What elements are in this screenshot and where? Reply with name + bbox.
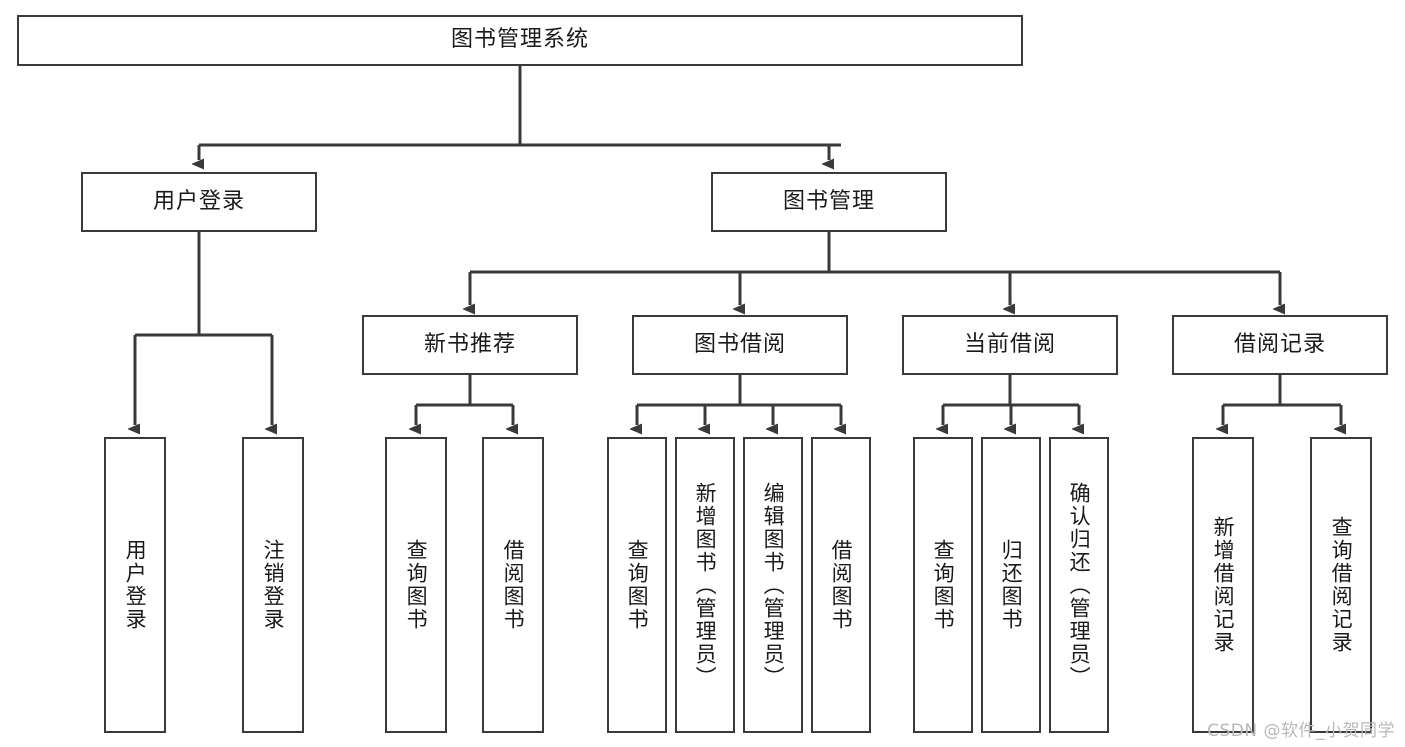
watermark: CSDN @软件_小贺同学 [1207, 721, 1395, 741]
node-borrow-record-label: 借阅记录 [1233, 331, 1326, 357]
node-leaf-confirm-return-admin-label: 确认归还（管理员） [1067, 481, 1092, 689]
edge-root-to-level2 [199, 66, 841, 160]
node-leaf-user-logout-label: 注销登录 [261, 539, 286, 631]
node-leaf-borrow-book[interactable]: 借阅图书 [811, 437, 871, 733]
node-leaf-borrow-book-recommend-label: 借阅图书 [501, 539, 526, 631]
node-leaf-user-login-label: 用户登录 [123, 539, 148, 631]
node-new-book-recommend[interactable]: 新书推荐 [362, 315, 578, 375]
node-current-borrow[interactable]: 当前借阅 [902, 315, 1118, 375]
node-user-login-label: 用户登录 [152, 188, 245, 214]
node-leaf-return-book[interactable]: 归还图书 [981, 437, 1041, 733]
node-user-login[interactable]: 用户登录 [81, 172, 317, 232]
node-leaf-add-borrow-record[interactable]: 新增借阅记录 [1192, 437, 1254, 733]
node-leaf-query-book-recommend-label: 查询图书 [404, 539, 429, 631]
node-leaf-borrow-book-recommend[interactable]: 借阅图书 [482, 437, 544, 733]
node-leaf-query-book-current-label: 查询图书 [931, 539, 956, 631]
node-leaf-add-book-admin-label: 新增图书（管理员） [693, 481, 718, 689]
node-leaf-user-logout[interactable]: 注销登录 [242, 437, 304, 733]
node-book-borrow-label: 图书借阅 [693, 331, 786, 357]
edge-bookmanage-to-level3 [470, 232, 1280, 305]
node-leaf-borrow-book-label: 借阅图书 [829, 539, 854, 631]
node-leaf-confirm-return-admin[interactable]: 确认归还（管理员） [1049, 437, 1109, 733]
node-book-borrow[interactable]: 图书借阅 [632, 315, 848, 375]
edge-borrowrecord-to-leaves [1223, 375, 1341, 425]
node-leaf-query-borrow-record[interactable]: 查询借阅记录 [1310, 437, 1372, 733]
node-root-label: 图书管理系统 [450, 27, 589, 53]
node-leaf-edit-book-admin-label: 编辑图书（管理员） [761, 481, 786, 689]
node-leaf-add-book-admin[interactable]: 新增图书（管理员） [675, 437, 735, 733]
edge-bookborrow-to-leaves [637, 375, 841, 425]
node-borrow-record[interactable]: 借阅记录 [1172, 315, 1388, 375]
node-book-manage[interactable]: 图书管理 [711, 172, 947, 232]
node-leaf-query-book-borrow-label: 查询图书 [625, 539, 650, 631]
node-leaf-query-book-recommend[interactable]: 查询图书 [385, 437, 447, 733]
node-leaf-query-book-borrow[interactable]: 查询图书 [607, 437, 667, 733]
node-root[interactable]: 图书管理系统 [17, 15, 1023, 66]
node-current-borrow-label: 当前借阅 [963, 331, 1056, 357]
node-leaf-return-book-label: 归还图书 [999, 539, 1024, 631]
node-book-manage-label: 图书管理 [782, 188, 875, 214]
node-leaf-edit-book-admin[interactable]: 编辑图书（管理员） [743, 437, 803, 733]
edge-currentborrow-to-leaves [943, 375, 1079, 425]
node-leaf-add-borrow-record-label: 新增借阅记录 [1211, 516, 1236, 654]
node-new-book-recommend-label: 新书推荐 [423, 331, 516, 357]
node-leaf-user-login[interactable]: 用户登录 [104, 437, 166, 733]
node-leaf-query-borrow-record-label: 查询借阅记录 [1329, 516, 1354, 654]
edge-newbook-to-leaves [416, 375, 513, 425]
node-leaf-query-book-current[interactable]: 查询图书 [913, 437, 973, 733]
edge-userlogin-to-leaves [135, 232, 272, 425]
